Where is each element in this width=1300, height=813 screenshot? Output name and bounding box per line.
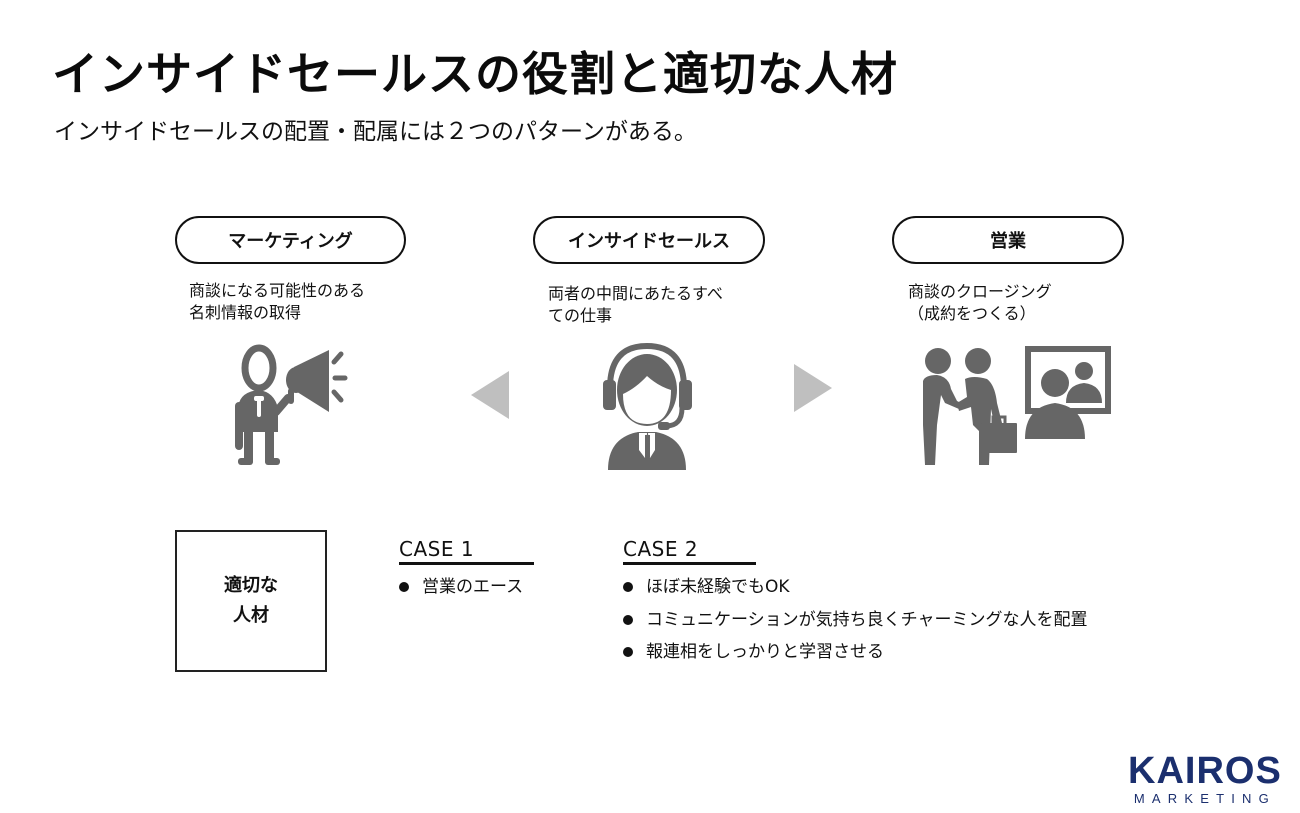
description-line: 名刺情報の取得 — [189, 303, 302, 322]
role-description-inside-sales: 両者の中間にあたるすべ ての仕事 — [548, 283, 723, 327]
list-item-text: コミュニケーションが気持ち良くチャーミングな人を配置 — [646, 609, 1088, 630]
role-label: マーケティング — [228, 231, 353, 252]
role-pill-inside-sales: インサイドセールス — [533, 216, 765, 264]
description-line: ての仕事 — [548, 306, 613, 325]
bullet-icon — [399, 582, 409, 593]
list-item-text: ほぼ未経験でもOK — [646, 577, 790, 597]
case-2-list: ほぼ未経験でもOK コミュニケーションが気持ち良くチャーミングな人を配置 報連相… — [623, 571, 1088, 669]
page-title: インサイドセールスの役割と適切な人材 — [52, 47, 898, 101]
role-label: インサイドセールス — [568, 231, 730, 252]
case-1-list: 営業のエース — [399, 571, 534, 604]
kairos-marketing-logo: KAIROS MARKETING — [1128, 752, 1282, 806]
suitable-talent-line: 人材 — [233, 605, 269, 626]
arrow-left-icon — [471, 371, 509, 419]
description-line: （成約をつくる） — [908, 304, 1036, 323]
case-heading: CASE 1 — [399, 537, 534, 565]
list-item: ほぼ未経験でもOK — [623, 571, 1088, 604]
handshake-meeting-icon — [915, 345, 1115, 470]
role-pill-sales: 営業 — [892, 216, 1124, 264]
bullet-icon — [623, 614, 633, 625]
description-line: 両者の中間にあたるすべ — [548, 284, 723, 303]
bullet-icon — [623, 647, 633, 658]
list-item: 報連相をしっかりと学習させる — [623, 636, 1088, 669]
role-pill-marketing: マーケティング — [175, 216, 406, 264]
description-line: 商談になる可能性のある — [189, 281, 366, 300]
role-label: 営業 — [990, 231, 1026, 252]
list-item-text: 報連相をしっかりと学習させる — [646, 642, 884, 662]
headset-operator-icon — [600, 340, 695, 470]
list-item: 営業のエース — [399, 571, 534, 604]
logo-main-text: KAIROS — [1128, 750, 1282, 792]
role-description-marketing: 商談になる可能性のある 名刺情報の取得 — [189, 280, 365, 324]
case-heading: CASE 2 — [623, 537, 756, 565]
bullet-icon — [623, 582, 633, 593]
logo-sub-text: MARKETING — [1133, 791, 1276, 806]
list-item-text: 営業のエース — [422, 577, 524, 597]
description-line: 商談のクロージング — [908, 282, 1052, 301]
person-megaphone-icon — [226, 340, 361, 475]
suitable-talent-box: 適切な 人材 — [175, 530, 327, 672]
arrow-right-icon — [794, 364, 832, 412]
list-item: コミュニケーションが気持ち良くチャーミングな人を配置 — [623, 604, 1088, 637]
case-1: CASE 1 営業のエース — [399, 537, 534, 604]
role-description-sales: 商談のクロージング （成約をつくる） — [908, 281, 1052, 325]
case-2: CASE 2 ほぼ未経験でもOK コミュニケーションが気持ち良くチャーミングな人… — [623, 537, 1088, 669]
suitable-talent-line: 適切な — [224, 575, 278, 596]
page-subtitle: インサイドセールスの配置・配属には２つのパターンがある。 — [54, 119, 697, 145]
